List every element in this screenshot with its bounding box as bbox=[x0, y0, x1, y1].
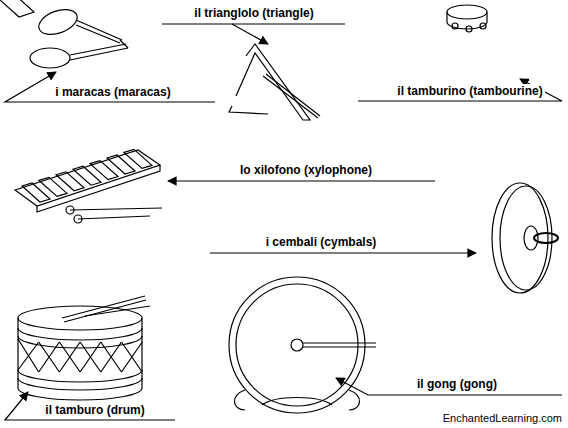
drum-lace bbox=[59, 342, 80, 372]
instrument-label: i cembali (cymbals) bbox=[264, 235, 379, 249]
watermark: EnchantedLearning.com bbox=[441, 411, 564, 425]
tambourine-drawing bbox=[447, 5, 487, 32]
instrument-label: il tamburino (tambourine) bbox=[395, 84, 544, 98]
maracas-drawing bbox=[30, 5, 128, 68]
xylophone-bars bbox=[22, 149, 152, 202]
leader-line bbox=[210, 252, 476, 253]
leader-line bbox=[162, 23, 345, 24]
xylophone-bar bbox=[124, 149, 152, 168]
drum-lace bbox=[39, 342, 60, 372]
drum-lace bbox=[101, 342, 122, 372]
drum-lacing bbox=[18, 339, 142, 372]
leader-line bbox=[232, 24, 268, 44]
drum-drawing bbox=[18, 296, 150, 400]
drum-lace bbox=[80, 342, 101, 372]
leader-line bbox=[168, 180, 435, 181]
instrument-label: il gong (gong) bbox=[415, 377, 499, 391]
xylophone-drawing bbox=[0, 0, 162, 223]
cymbals-drawing bbox=[492, 183, 558, 293]
leader-line bbox=[5, 392, 175, 420]
drum-lace bbox=[122, 342, 143, 372]
leader-line bbox=[336, 378, 562, 395]
drum-lace bbox=[18, 339, 39, 372]
instrument-label: lo xilofono (xylophone) bbox=[238, 163, 374, 177]
instrument-label: il trianglolo (triangle) bbox=[192, 6, 315, 20]
triangle-drawing bbox=[229, 44, 320, 120]
gong-drawing bbox=[229, 277, 376, 413]
instrument-label: il tamburo (drum) bbox=[43, 403, 146, 417]
leader-line bbox=[358, 79, 562, 101]
instrument-label: i maracas (maracas) bbox=[53, 85, 172, 99]
leader-line bbox=[5, 72, 215, 102]
